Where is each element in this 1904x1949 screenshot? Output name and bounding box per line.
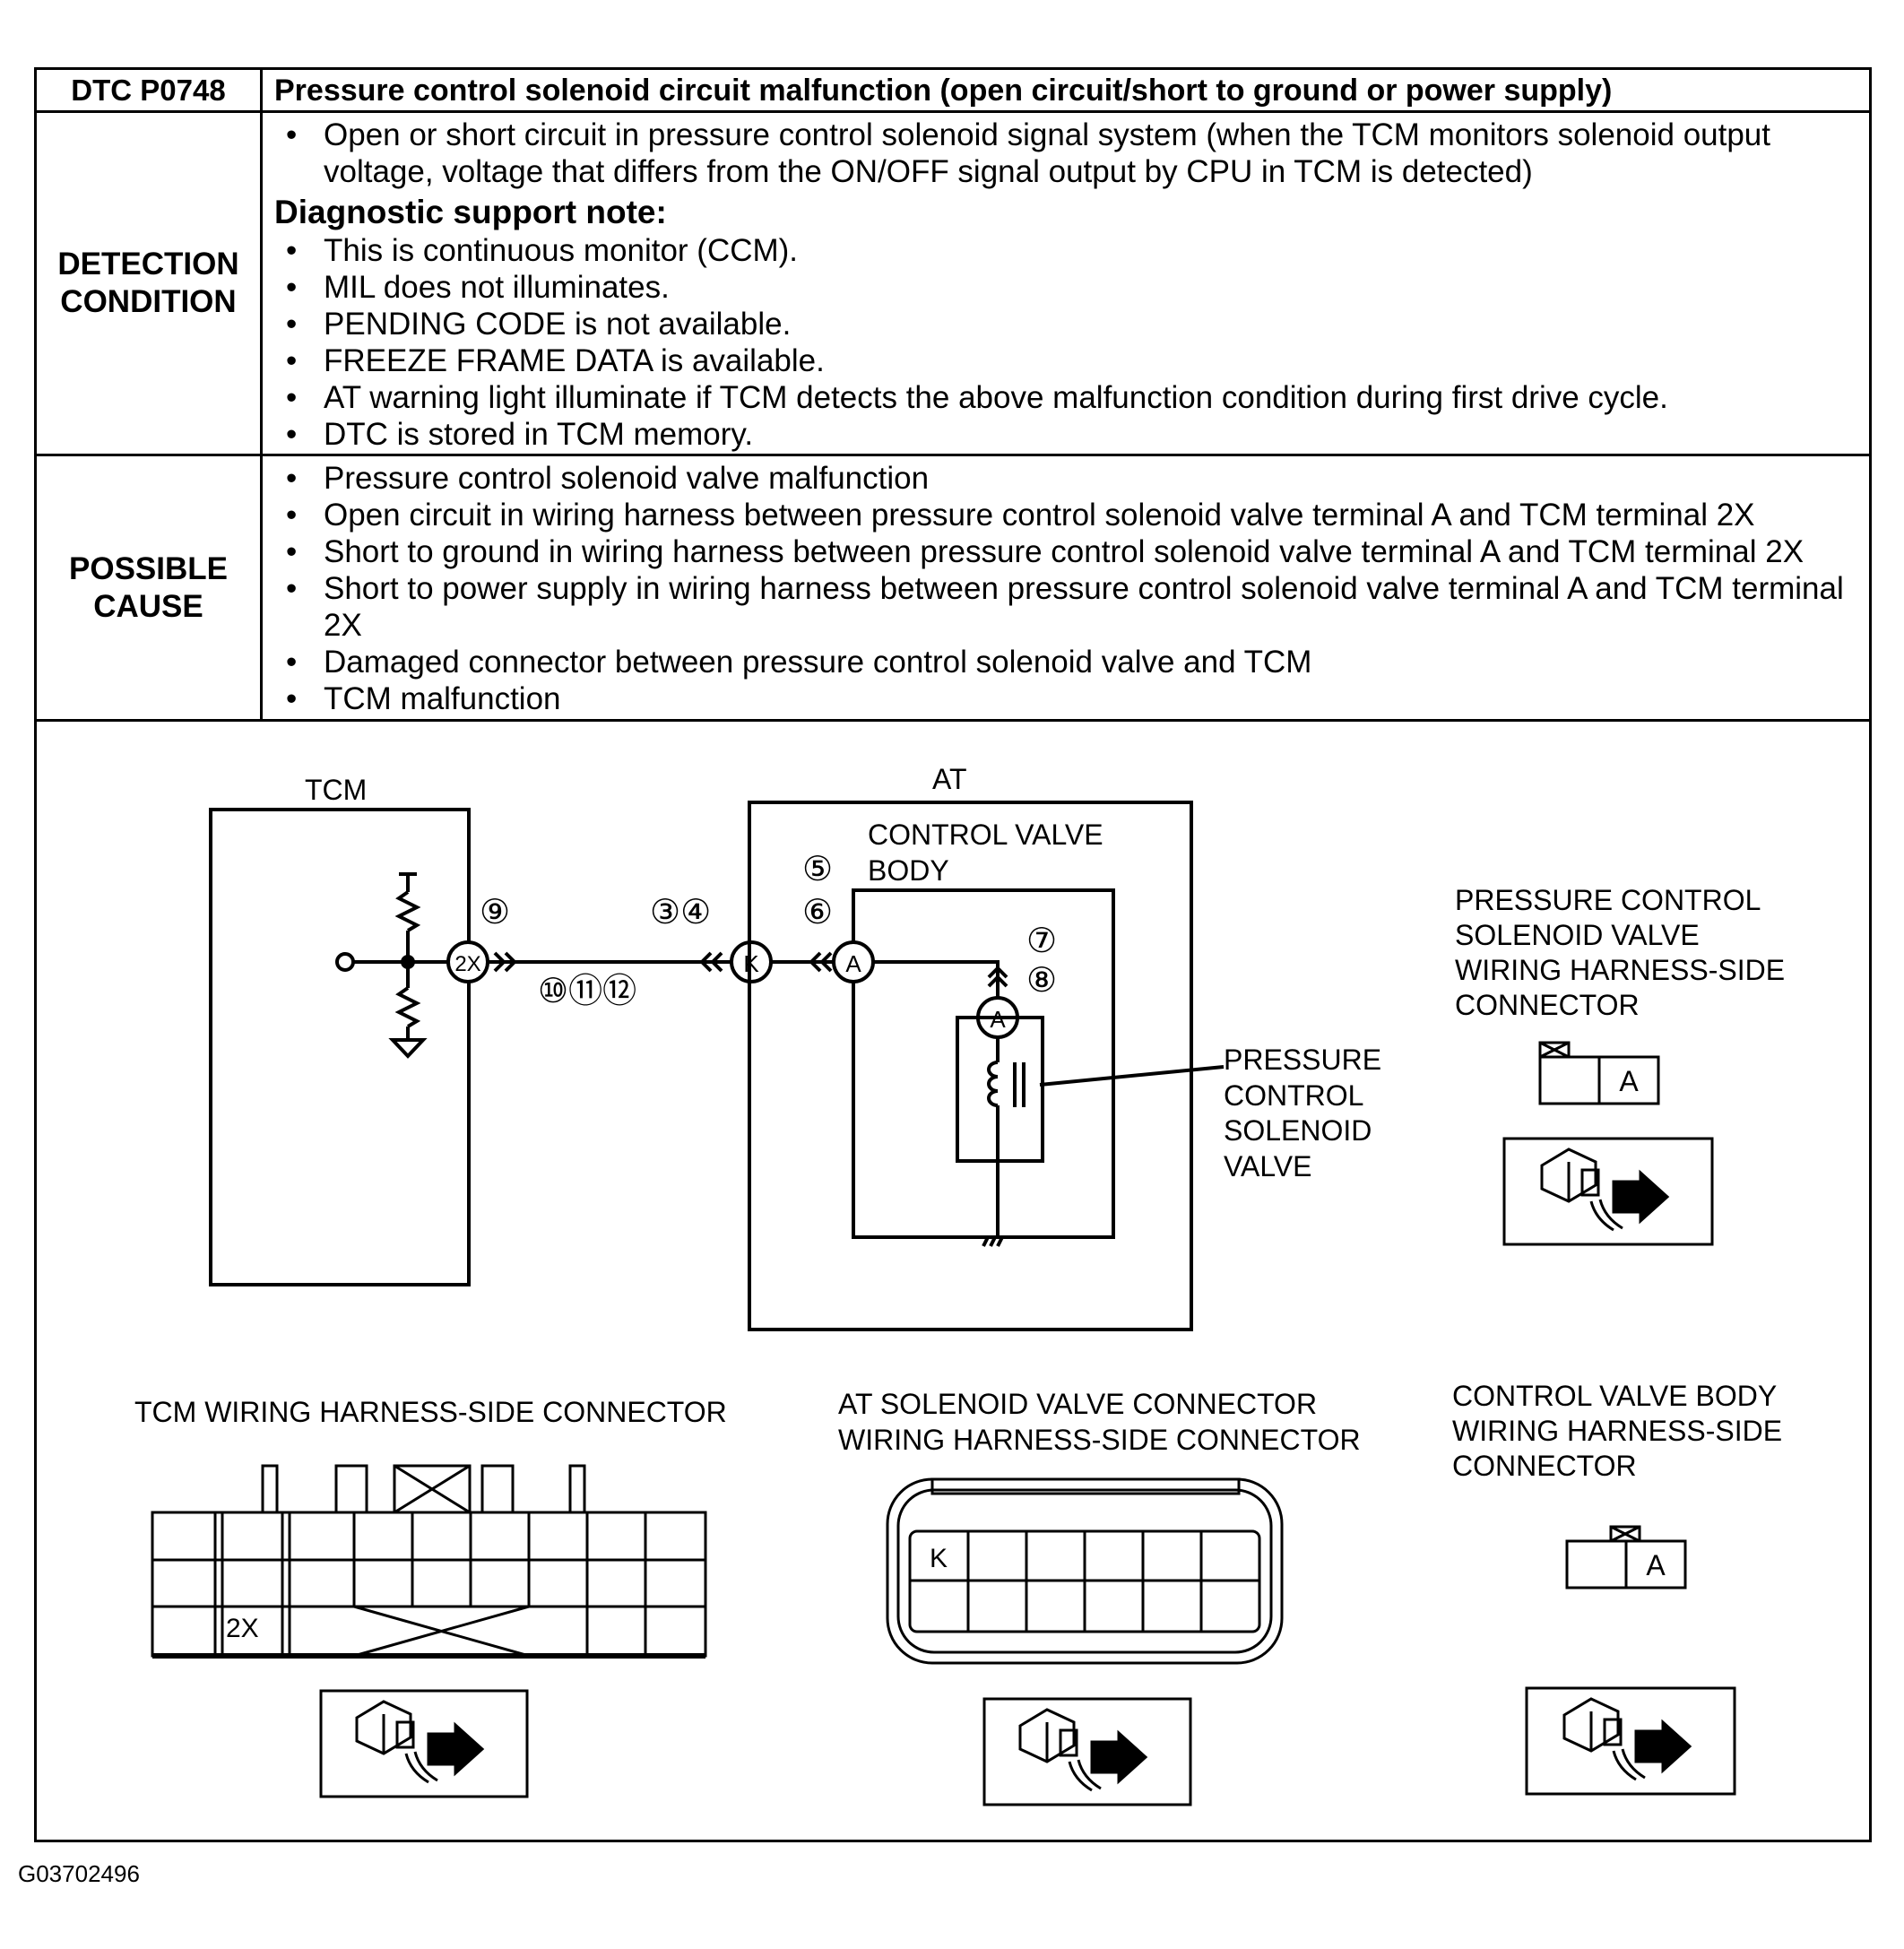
tcm-box [209, 808, 471, 1286]
at-box [748, 801, 1193, 1331]
step-5: ⑤ [802, 851, 833, 888]
pcsv-connector-view-icon [1502, 1137, 1714, 1246]
detection-condition-content: Open or short circuit in pressure contro… [274, 117, 1862, 453]
pcsv-label-line1: PRESSURE [1224, 1044, 1381, 1076]
cvb-conn-title-line2: WIRING HARNESS-SIDE [1452, 1415, 1782, 1447]
cvb-label-line2: BODY [868, 854, 949, 887]
tcm-label: TCM [305, 774, 367, 806]
diagnostic-support-note-title: Diagnostic support note: [274, 194, 667, 230]
note-item: DTC is stored in TCM memory. [286, 416, 1862, 453]
solenoid-coil [982, 1037, 1026, 1247]
step-3-4: ③④ [650, 894, 711, 931]
tcm-conn-terminal-2x: 2X [226, 1614, 259, 1643]
cause-item: Open circuit in wiring harness between p… [286, 497, 1862, 533]
at-conn-title-line2: WIRING HARNESS-SIDE CONNECTOR [838, 1424, 1361, 1456]
at-connector [886, 1477, 1284, 1665]
note-item: AT warning light illuminate if TCM detec… [286, 379, 1862, 416]
step-10-11-12: ⑩⑪⑫ [538, 973, 636, 1010]
at-conn-title-line1: AT SOLENOID VALVE CONNECTOR [838, 1388, 1317, 1420]
cvb-conn-title-line3: CONNECTOR [1452, 1450, 1637, 1482]
figure-id: G03702496 [18, 1860, 140, 1887]
dtc-document: DTC P0748 Pressure control solenoid circ… [34, 67, 1872, 1842]
pcsv-leader-line [1039, 1065, 1225, 1087]
step-8: ⑧ [1026, 962, 1057, 1000]
cvb-conn-title-line1: CONTROL VALVE BODY [1452, 1380, 1777, 1412]
pcsv-label-line3: SOLENOID [1224, 1114, 1372, 1147]
cause-label-line1: POSSIBLE [69, 550, 228, 586]
pcsv-conn-title-line4: CONNECTOR [1455, 989, 1640, 1021]
cause-label-line2: CAUSE [93, 588, 203, 624]
connector-mark-2x [493, 951, 506, 973]
dtc-title-text: Pressure control solenoid circuit malfun… [274, 74, 1613, 108]
step-7: ⑦ [1026, 923, 1057, 960]
cvb-connector [1565, 1525, 1687, 1590]
tcm-internal-circuit [335, 872, 448, 1059]
cvb-conn-terminal-a: A [1646, 1549, 1666, 1581]
cause-item: TCM malfunction [286, 680, 1862, 717]
solenoid-box [956, 1016, 1044, 1163]
at-label: AT [932, 763, 967, 795]
connector-mark-a [809, 951, 822, 973]
cause-item: Pressure control solenoid valve malfunct… [286, 460, 1862, 497]
pcsv-label-line4: VALVE [1224, 1150, 1311, 1182]
at-connector-view-icon [982, 1697, 1192, 1806]
detection-item: Open or short circuit in pressure contro… [286, 117, 1862, 190]
control-valve-body-box [852, 888, 1115, 1239]
terminal-2x-label: 2X [454, 952, 480, 976]
terminal-k-label: K [743, 950, 759, 977]
step-6: ⑥ [802, 894, 833, 931]
connector-mark-a-solenoid [987, 966, 1008, 979]
at-conn-terminal-k: K [930, 1544, 948, 1573]
cvb-connector-view-icon [1525, 1686, 1736, 1796]
note-item: This is continuous monitor (CCM). [286, 232, 1862, 269]
pcsv-conn-title-line2: SOLENOID VALVE [1455, 919, 1700, 951]
pcsv-conn-title-line3: WIRING HARNESS-SIDE [1455, 954, 1785, 986]
dtc-code: DTC P0748 [37, 70, 263, 110]
pcsv-connector [1538, 1041, 1660, 1105]
step-9: ⑨ [480, 894, 510, 931]
pcsv-conn-terminal-a: A [1619, 1065, 1639, 1097]
tcm-conn-title: TCM WIRING HARNESS-SIDE CONNECTOR [134, 1396, 727, 1428]
detection-label-line1: DETECTION [57, 247, 239, 282]
pcsv-conn-title-line1: PRESSURE CONTROL [1455, 884, 1761, 916]
cause-item: Short to ground in wiring harness betwee… [286, 533, 1862, 570]
note-item: PENDING CODE is not available. [286, 306, 1862, 342]
header-row: DTC P0748 Pressure control solenoid circ… [37, 70, 1869, 113]
tcm-connector [151, 1464, 707, 1659]
cvb-label-line1: CONTROL VALVE [868, 819, 1103, 851]
note-item: FREEZE FRAME DATA is available. [286, 342, 1862, 379]
possible-cause-content: Pressure control solenoid valve malfunct… [274, 460, 1862, 717]
note-item: MIL does not illuminates. [286, 269, 1862, 306]
detection-label-line2: CONDITION [60, 284, 237, 319]
cause-item: Short to power supply in wiring harness … [286, 570, 1862, 644]
pcsv-label-line2: CONTROL [1224, 1079, 1363, 1112]
tcm-connector-view-icon [319, 1689, 529, 1798]
terminal-a-body-label: A [845, 950, 861, 977]
dtc-title: Pressure control solenoid circuit malfun… [274, 72, 1862, 109]
connector-mark-k [699, 951, 713, 973]
cause-item: Damaged connector between pressure contr… [286, 644, 1862, 680]
